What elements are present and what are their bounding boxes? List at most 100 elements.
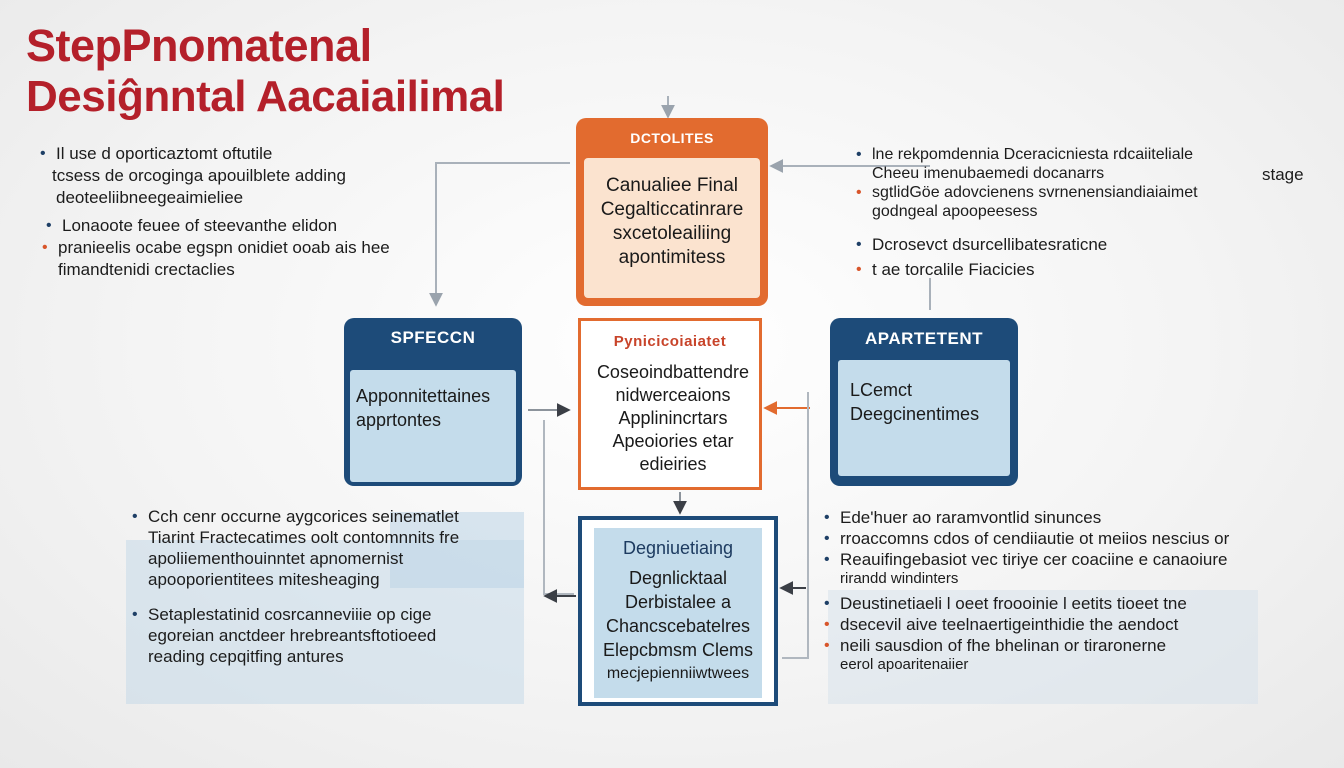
middle-step-body: Coseoindbattendre nidwerceaions Applinin… <box>593 361 753 476</box>
middle-step-box: Pynicicoiaiatet Coseoindbattendre nidwer… <box>578 318 762 490</box>
box-line: sxcetoleailiing <box>612 223 732 244</box>
bottom-step-header: Degniuetiaing <box>622 538 734 558</box>
note-line: reading cepqitfing antures <box>148 647 344 666</box>
box-line: nidwerceaions <box>615 385 731 405</box>
bullet-icon: • <box>132 606 138 623</box>
bottom-right-notes: • Ede'huer ao raramvontlid sinunces • rr… <box>824 507 1230 673</box>
bottom-step-body: Degniuetiaing Degnlicktaal Derbistalee a… <box>594 528 762 698</box>
bullet-icon: • <box>824 616 830 633</box>
note-line: t ae torcalile Fiacicies <box>872 260 1035 279</box>
bullet-icon: • <box>42 239 48 256</box>
note-line: godngeal apoopeesess <box>872 203 1038 220</box>
box-line: LCemct <box>850 380 913 400</box>
bullet-icon: • <box>40 145 46 162</box>
top-right-notes: • lne rekpomdennia Dceracicniesta rdcaii… <box>856 145 1198 279</box>
bullet-icon: • <box>856 146 862 163</box>
top-step-body: Canualiee Final Cegalticcatinrare sxceto… <box>584 158 760 298</box>
box-line: Coseoindbattendre <box>596 362 750 382</box>
note-line: Il use d oporticaztomt oftutile <box>56 144 273 163</box>
note-item: • Ede'huer ao raramvontlid sinunces <box>824 507 1229 528</box>
bullet-icon: • <box>856 236 862 253</box>
note-line: eerol apoaritenaiier <box>840 656 969 673</box>
bottom-step-box: Degniuetiaing Degnlicktaal Derbistalee a… <box>578 516 778 706</box>
box-line: Cegalticcatinrare <box>600 199 744 220</box>
note-line: apoliiementhouinntet apnomernist <box>148 549 404 568</box>
note-line: egoreian anctdeer hrebreantsftotioeed <box>148 626 437 645</box>
note-item: • pranieelis ocabe egspn onidiet ooab ai… <box>42 237 390 281</box>
bullet-icon: • <box>46 217 52 234</box>
note-item: • dsecevil aive teelnaertigeinthidie the… <box>824 614 1229 635</box>
note-line: apooporientitees mitesheaging <box>148 570 380 589</box>
note-line: lne rekpomdennia Dceracicniesta rdcaiite… <box>872 146 1194 163</box>
box-line: edieiries <box>639 454 707 474</box>
note-line: Reauifingebasiot vec tiriye cer coaciine… <box>840 550 1228 569</box>
box-line: Applinincrtars <box>618 408 728 428</box>
top-step-header: DCTOLITES <box>630 130 714 146</box>
note-line: rroaccomns cdos of cendiiautie ot meiios… <box>840 529 1230 548</box>
box-line: Derbistalee a <box>624 592 732 612</box>
bullet-icon: • <box>824 637 830 654</box>
note-line: Cch cenr occurne aygcorices seinematlet <box>148 507 459 526</box>
note-line: Cheeu imenubaemedi docanarrs <box>872 165 1105 182</box>
bullet-icon: • <box>132 508 138 525</box>
top-left-notes: • Il use d oporticaztomt oftutile tcsess… <box>40 143 390 281</box>
note-item: • lne rekpomdennia Dceracicniesta rdcaii… <box>856 145 1198 183</box>
note-line: pranieelis ocabe egspn onidiet ooab ais … <box>58 238 390 257</box>
bullet-icon: • <box>856 261 862 278</box>
bottom-left-panel-strip <box>390 512 524 588</box>
right-step-header: APARTETENT <box>864 329 983 348</box>
arrow-right-to-bottom <box>782 392 809 659</box>
top-step-box: DCTOLITES Canualiee Final Cegalticcatinr… <box>576 118 768 306</box>
note-line: deoteeliibneegeaimieliee <box>56 188 244 207</box>
bullet-icon: • <box>824 509 830 526</box>
note-item: • neili sausdion of fhe bhelinan or tira… <box>824 635 1229 673</box>
middle-step-header: Pynicicoiaiatet <box>613 333 727 350</box>
arrow-top-to-left <box>429 162 570 307</box>
bullet-icon: • <box>824 530 830 547</box>
note-item: • Lonaoote feuee of steevanthe elidon <box>46 215 390 237</box>
right-step-body: LCemct Deegcinentimes <box>838 360 1010 476</box>
arrow-left-to-bottom <box>543 420 574 595</box>
box-line: Canualiee Final <box>605 175 739 196</box>
note-line: Setaplestatinid cosrcanneviiie op cige <box>148 605 432 624</box>
box-line: apontimitess <box>618 247 726 268</box>
note-line: tcsess de orcoginga apouilblete adding <box>52 166 346 185</box>
note-item: • t ae torcalile Fiacicies <box>856 260 1198 279</box>
note-line: Dcrosevct dsurcellibatesraticne <box>872 235 1108 254</box>
note-line: dsecevil aive teelnaertigeinthidie the a… <box>840 615 1179 634</box>
note-item: • Reauifingebasiot vec tiriye cer coacii… <box>824 549 1229 587</box>
diagram-title-line-2: Desiĝnntal Aacaiailimal <box>26 72 505 121</box>
note-line: sgtlidGöe adovcienens svrnenensiandiaiai… <box>872 184 1198 201</box>
left-step-box: SPFECCN Apponnitettaines apprtontes <box>344 318 522 486</box>
diagram-title-line-1: StepPnomatenal <box>26 20 372 71</box>
note-item: • Setaplestatinid cosrcanneviiie op cige… <box>132 604 459 667</box>
note-item: • Cch cenr occurne aygcorices seinematle… <box>132 506 460 590</box>
box-line: Elepcbmsm Clems <box>602 640 754 660</box>
note-line: Deustinetiaeli l oeet froooinie l eetits… <box>840 594 1187 613</box>
note-line: rirandd windinters <box>840 570 959 587</box>
note-item: • Il use d oporticaztomt oftutile tcsess… <box>40 143 390 209</box>
note-item: • Deustinetiaeli l oeet froooinie l eeti… <box>824 593 1229 614</box>
right-step-box: APARTETENT LCemct Deegcinentimes <box>830 318 1018 486</box>
bullet-icon: • <box>824 551 830 568</box>
box-line: Apponnitettaines <box>356 386 491 406</box>
box-line: Degnlicktaal <box>628 568 728 588</box>
box-line: Deegcinentimes <box>850 404 980 424</box>
note-line: Lonaoote feuee of steevanthe elidon <box>62 216 338 235</box>
note-item: • sgtlidGöe adovcienens svrnenensiandiai… <box>856 183 1198 221</box>
note-line: Ede'huer ao raramvontlid sinunces <box>840 508 1102 527</box>
note-item: • rroaccomns cdos of cendiiautie ot meii… <box>824 528 1230 549</box>
note-line: neili sausdion of fhe bhelinan or tiraro… <box>840 636 1167 655</box>
note-item: • Dcrosevct dsurcellibatesraticne <box>856 235 1198 254</box>
bullet-icon: • <box>856 184 862 201</box>
left-step-header: SPFECCN <box>390 328 476 347</box>
note-line: Tiarint Fractecatimes oolt contomnnits f… <box>148 528 460 547</box>
box-line: Apeoiories etar <box>612 431 734 451</box>
left-step-body: Apponnitettaines apprtontes <box>350 370 516 482</box>
stage-label: stage <box>1262 165 1304 184</box>
box-line: Chancscebatelres <box>605 616 751 636</box>
note-line: fimandtenidi crectaclies <box>58 260 235 279</box>
bottom-right-panel <box>828 590 1258 704</box>
box-line: mecjepienniiwtwees <box>606 665 750 682</box>
